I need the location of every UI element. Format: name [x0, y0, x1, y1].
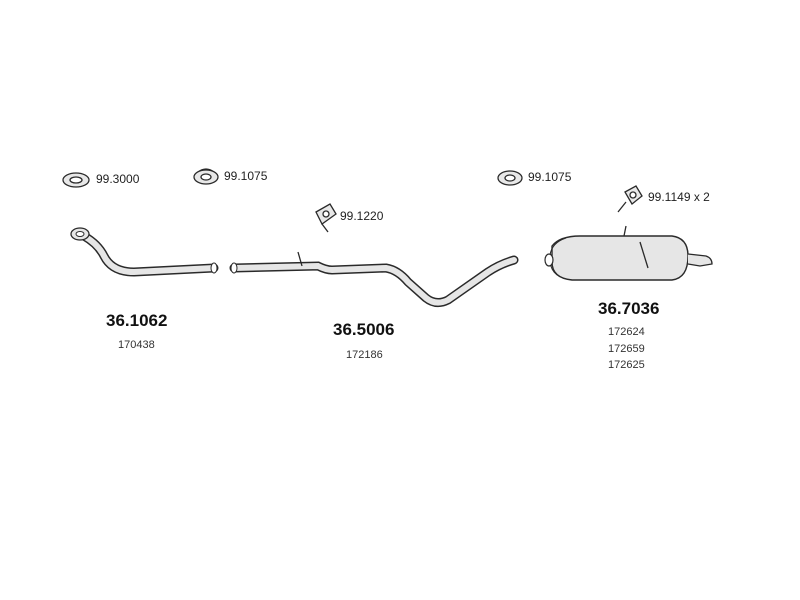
- accessory-code: 99.1220: [340, 209, 384, 223]
- part-number: 36.7036: [598, 299, 660, 318]
- exhaust-hanger-icon: [193, 168, 219, 185]
- reference-number: 170438: [118, 339, 155, 351]
- reference-number: 172186: [346, 349, 383, 361]
- reference-number: 172659: [608, 343, 645, 355]
- part-number: 36.5006: [333, 320, 395, 339]
- center-pipe-icon: [229, 251, 519, 308]
- mounting-bracket-icon: [315, 203, 337, 233]
- accessory-code: 99.1149 x 2: [648, 190, 710, 204]
- reference-number: 172624: [608, 326, 645, 338]
- exhaust-hanger-icon: [497, 170, 523, 186]
- reference-number: 172625: [608, 359, 645, 371]
- accessory-code: 99.1075: [528, 170, 572, 184]
- accessory-code: 99.3000: [96, 172, 140, 186]
- part-number: 36.1062: [106, 311, 168, 330]
- front-pipe-icon: [70, 227, 219, 277]
- mounting-bracket-icon: [617, 185, 643, 213]
- accessory-code: 99.1075: [224, 169, 268, 183]
- gasket-ring-icon: [62, 172, 90, 188]
- rear-muffler-icon: [544, 225, 713, 281]
